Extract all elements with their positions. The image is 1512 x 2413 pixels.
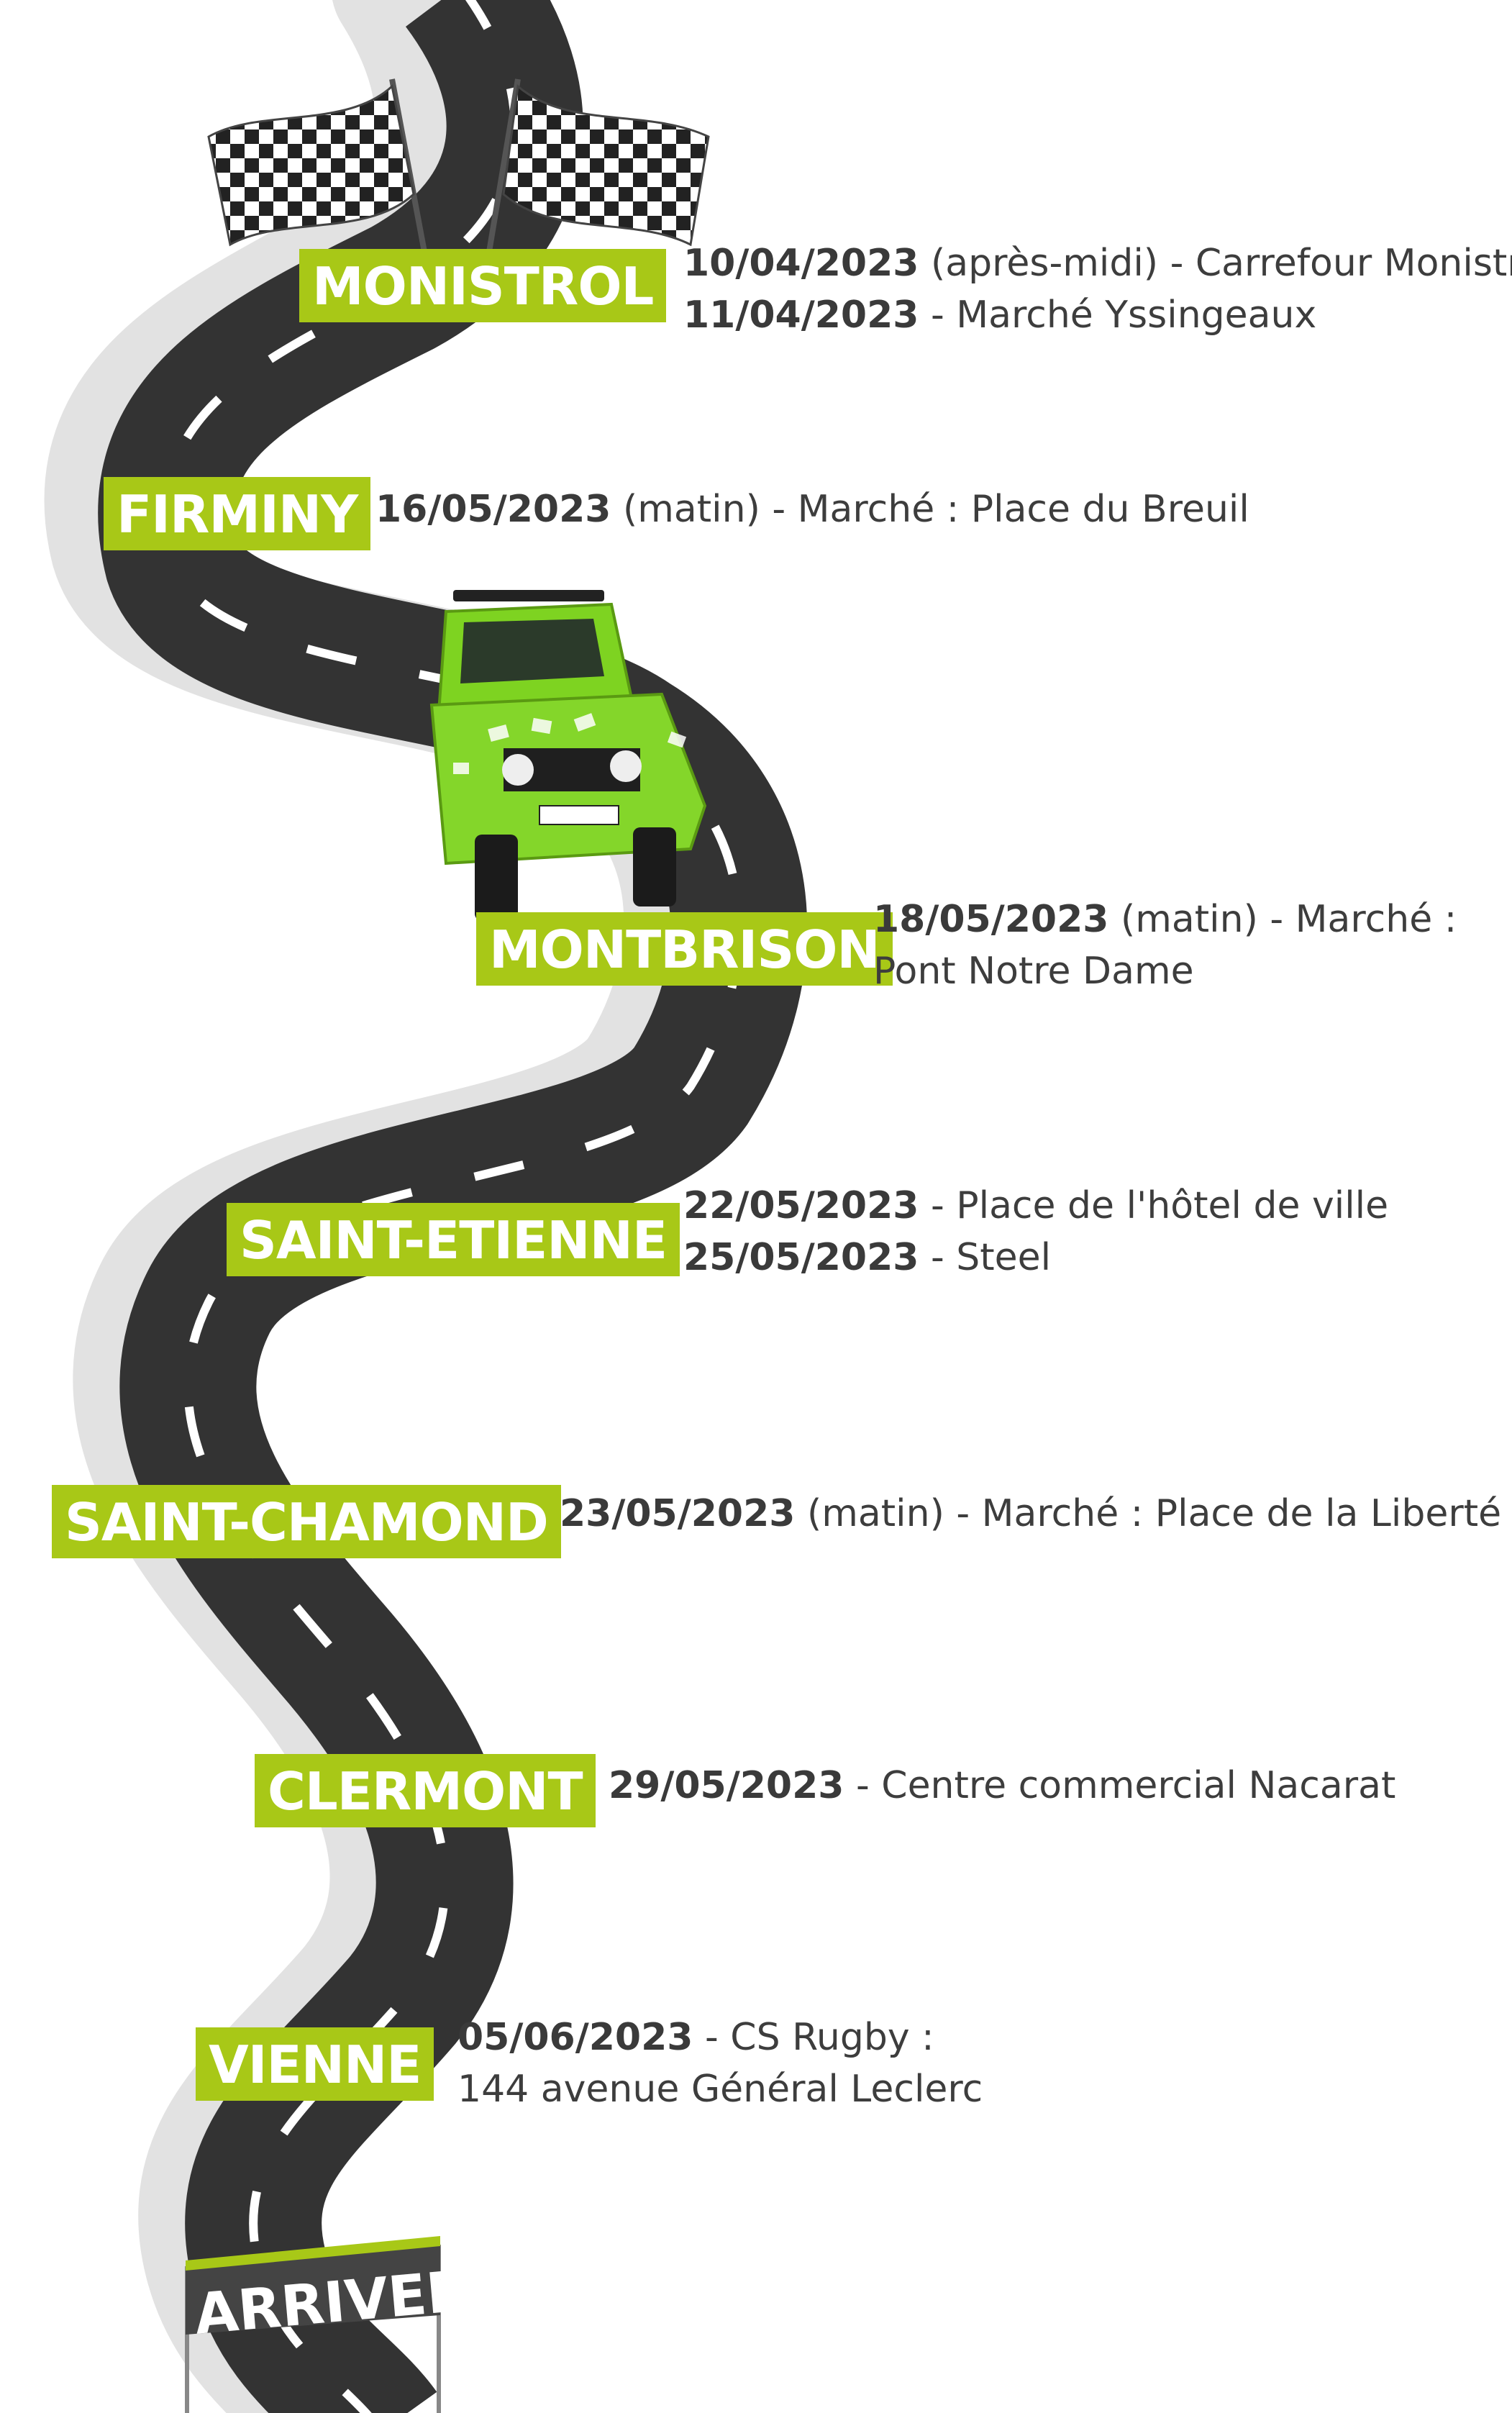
stop-line: 29/05/2023 - Centre commercial Nacarat [609, 1764, 1396, 1807]
stop-info-clermont: 29/05/2023 - Centre commercial Nacarat [609, 1760, 1395, 1812]
stop-info-montbrison: 18/05/2023 (matin) - Marché : Pont Notre… [873, 894, 1457, 997]
stop-line: 23/05/2023 (matin) - Marché : Place de l… [560, 1492, 1502, 1535]
stop-info-vienne: 05/06/2023 - CS Rugby : 144 avenue Génér… [457, 2012, 983, 2115]
car-icon [429, 590, 707, 921]
stop-line: 18/05/2023 (matin) - Marché : [873, 898, 1457, 941]
stop-line: 10/04/2023 (après-midi) - Carrefour Moni… [683, 242, 1512, 285]
stop-info-saint-chamond: 23/05/2023 (matin) - Marché : Place de l… [560, 1488, 1501, 1540]
city-label-saint-chamond: SAINT-CHAMOND [52, 1485, 561, 1558]
city-label-monistrol: MONISTROL [299, 249, 667, 322]
stop-line: 25/05/2023 - Steel [683, 1236, 1052, 1279]
stop-line: 11/04/2023 - Marché Yssingeaux [683, 294, 1317, 337]
stop-line: 22/05/2023 - Place de l'hôtel de ville [683, 1184, 1389, 1227]
city-label-vienne: VIENNE [196, 2027, 434, 2101]
city-label-montbrison: MONTBRISON [476, 912, 893, 986]
city-label-saint-etienne: SAINT-ETIENNE [227, 1203, 680, 1276]
stop-info-firminy: 16/05/2023 (matin) - Marché : Place du B… [375, 483, 1249, 535]
city-label-firminy: FIRMINY [104, 477, 371, 550]
checkered-flag-icon [207, 78, 427, 253]
stop-line: 144 avenue Général Leclerc [457, 2068, 983, 2111]
stop-line: Pont Notre Dame [873, 950, 1194, 993]
stop-line: 05/06/2023 - CS Rugby : [457, 2016, 934, 2059]
city-label-clermont: CLERMONT [255, 1754, 596, 1827]
finish-banner-icon [185, 2236, 441, 2413]
stop-info-monistrol: 10/04/2023 (après-midi) - Carrefour Moni… [683, 237, 1512, 341]
checkered-flag-icon [486, 78, 710, 253]
stop-line: 16/05/2023 (matin) - Marché : Place du B… [375, 488, 1249, 531]
stop-info-saint-etienne: 22/05/2023 - Place de l'hôtel de ville 2… [683, 1180, 1388, 1283]
